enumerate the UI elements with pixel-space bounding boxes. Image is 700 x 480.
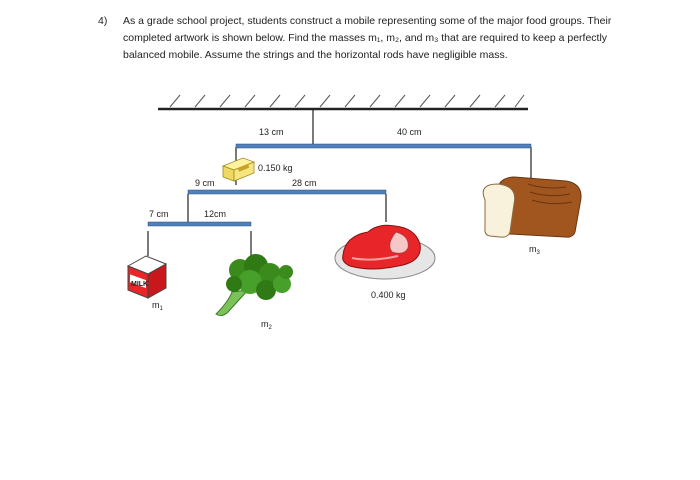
steak-icon bbox=[334, 224, 436, 280]
middle-rod bbox=[187, 189, 387, 195]
problem-text: As a grade school project, students cons… bbox=[123, 15, 612, 61]
problem-number: 4) bbox=[98, 15, 108, 27]
butter-icon bbox=[221, 157, 256, 182]
bottom-rod-left-length: 7 cm bbox=[149, 209, 169, 219]
butter-mass-label: 0.150 kg bbox=[258, 163, 293, 173]
bottom-rod bbox=[147, 221, 252, 227]
middle-rod-left-length: 9 cm bbox=[195, 178, 215, 188]
milk-carton-icon: MILK bbox=[126, 255, 168, 299]
broccoli-icon bbox=[215, 254, 293, 317]
bottom-rod-right-length: 12cm bbox=[204, 209, 226, 219]
top-rod bbox=[235, 143, 532, 149]
steak-mass-label: 0.400 kg bbox=[371, 290, 406, 300]
ceiling bbox=[158, 94, 528, 111]
m3-label: m3 bbox=[529, 244, 541, 256]
bread-icon bbox=[482, 176, 582, 238]
m2-label: m2 bbox=[261, 319, 273, 331]
top-rod-left-length: 13 cm bbox=[259, 127, 284, 137]
strings bbox=[147, 109, 532, 258]
m1-label: m1 bbox=[152, 300, 164, 312]
milk-label: MILK bbox=[131, 281, 148, 288]
top-rod-right-length: 40 cm bbox=[397, 127, 422, 137]
middle-rod-right-length: 28 cm bbox=[292, 178, 317, 188]
